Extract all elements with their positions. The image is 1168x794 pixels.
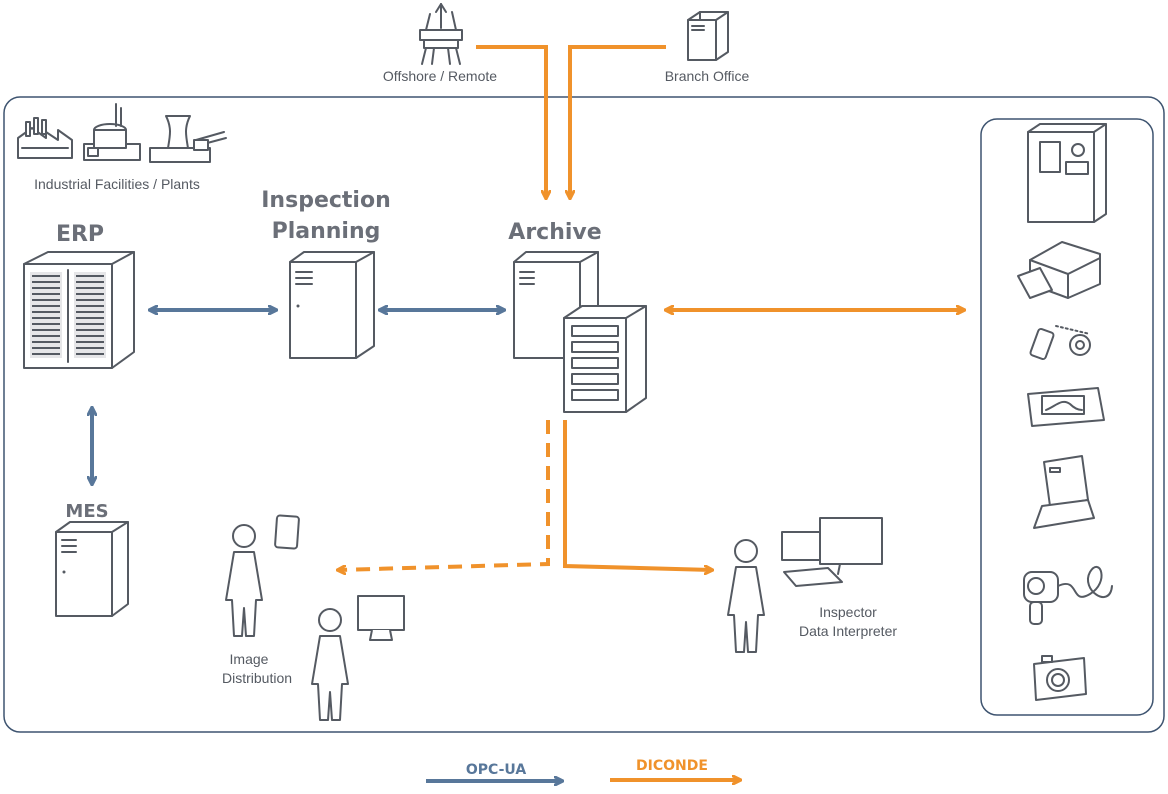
inspection-planning-title-2: Planning: [272, 219, 381, 244]
storage-server-icon: [563, 305, 647, 413]
factory-icon: [149, 115, 227, 163]
legend-diconde-label: DICONDE: [636, 758, 708, 774]
erp-title: ERP: [56, 222, 104, 247]
oil-platform-icon: [419, 3, 463, 65]
site-boundary: [3, 96, 1165, 733]
image-distribution-label-2: Distribution: [222, 670, 292, 686]
offshore-label: Offshore / Remote: [383, 68, 497, 84]
server-tower-icon: [289, 251, 375, 359]
borescope-icon: [1023, 565, 1113, 625]
archive-inspector-link: [563, 420, 712, 570]
xray-cabinet-icon: [1027, 123, 1107, 223]
legend-opc-ua-label: OPC-UA: [466, 762, 527, 778]
person-icon: [727, 539, 765, 653]
tablet-icon: [274, 514, 300, 550]
monitor-icon: [357, 595, 405, 641]
ultrasonic-device-icon: [1027, 387, 1105, 427]
factory-icon: [17, 117, 73, 159]
camera-icon: [1033, 655, 1087, 701]
branch-office-label: Branch Office: [665, 68, 750, 84]
printer-icon: [1017, 241, 1101, 299]
factory-icon: [83, 103, 141, 161]
equipment-panel: [980, 118, 1154, 716]
legend: OPC-UA DICONDE: [426, 758, 740, 781]
spray-can-icon: [1029, 325, 1091, 361]
mes-title: MES: [65, 501, 108, 522]
erp-server-rack-icon: [23, 251, 135, 369]
person-icon: [225, 524, 263, 637]
branch-archive-link: [570, 45, 666, 198]
server-tower-icon: [55, 521, 129, 617]
inspection-planning-title-1: Inspection: [261, 188, 391, 213]
offshore-archive-link: [476, 45, 546, 198]
monitor-icon: [781, 517, 883, 587]
scanner-icon: [1033, 455, 1095, 529]
inspector-label-1: Inspector: [819, 604, 877, 620]
server-tower-icon: [687, 11, 729, 61]
archive-image-distribution-link: [338, 420, 550, 570]
image-distribution-label-1: Image: [230, 651, 269, 667]
facilities-label: Industrial Facilities / Plants: [34, 176, 200, 192]
archive-title: Archive: [508, 220, 601, 245]
inspector-label-2: Data Interpreter: [799, 623, 897, 639]
person-icon: [311, 608, 349, 721]
erp-rack-vents: [32, 275, 104, 355]
